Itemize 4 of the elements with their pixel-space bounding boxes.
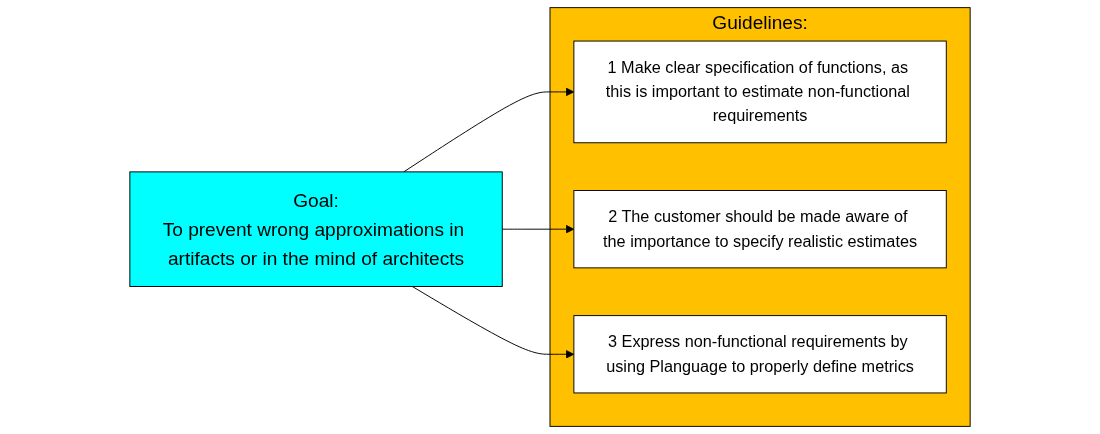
node-box: 1 Make clear specification of functions, as this is important to estimate non-functional requirements <box>573 40 947 144</box>
node-box: 3 Express non-functional requirements by using Planguage to properly define metrics <box>573 315 947 394</box>
node-box: 2 The customer should be made aware of the importance to specify realistic estimates <box>573 190 947 269</box>
node-box: Goal: To prevent wrong approximations in artifacts or in the mind of architects <box>129 171 503 287</box>
